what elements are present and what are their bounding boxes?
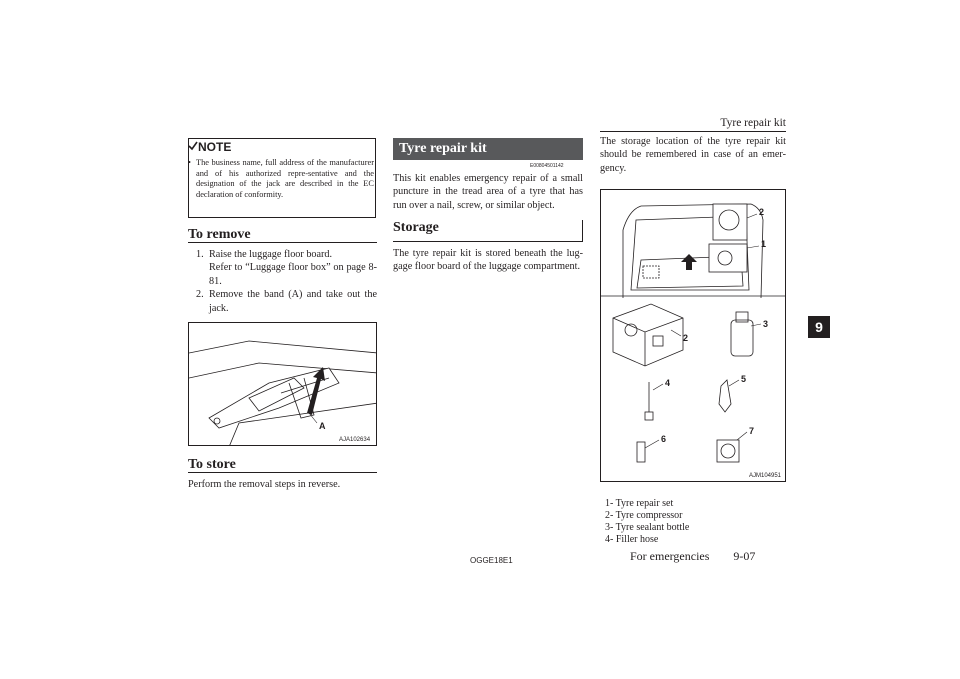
legend-item: 3- Tyre sealant bottle [605,522,690,533]
kit-figure: 2 1 2 3 4 5 6 7 AJM104951 [600,189,786,482]
step-row: 2. Remove the band (A) and take out the … [196,288,377,315]
note-body: The business name, full address of the m… [196,158,374,199]
bullet: • [188,158,191,167]
step-row: 1. Raise the luggage floor board. [196,248,377,261]
footer-page-number: 9-07 [733,549,756,563]
note-check-icon [188,141,198,151]
kit-legend: 1- Tyre repair set 2- Tyre compressor 3-… [605,498,689,546]
figure-code: AJA102634 [339,437,371,443]
callout-a: A [319,421,326,431]
step-number: 2. [196,289,204,301]
figure-code: AJM104951 [749,473,782,479]
storage-heading: Storage [393,220,439,235]
callout-8: 7 [749,426,755,436]
legend-item: 2- Tyre compressor [605,510,683,521]
step-number: 1. [196,249,204,260]
callout-5: 4 [665,378,671,388]
step-number [196,261,209,288]
section-rule [188,242,377,243]
chapter-tab: 9 [808,316,830,338]
legend-item: 1- Tyre repair set [605,498,674,509]
step-row: Refer to “Luggage floor box” on page 8-8… [196,261,377,288]
section-rule [188,472,377,473]
jack-figure: A AJA102634 [188,322,377,446]
step-text: Remove the band (A) and take out the jac… [209,289,377,314]
footer-code: OGGE18E1 [470,556,513,565]
section-code: E00804501142 [530,163,564,169]
kit-illustration [601,203,785,463]
callout-6: 5 [741,374,747,384]
jack-illustration [189,340,376,445]
tyre-repair-kit-title: Tyre repair kit [393,138,583,160]
running-header: Tyre repair kit [720,117,786,129]
footer-page-info: For emergencies 9-07 [630,549,755,564]
footer-section: For emergencies [630,549,710,563]
callout-1: 2 [759,207,765,217]
callout-3: 2 [683,333,689,343]
step-text: Raise the luggage floor board. [209,249,333,260]
header-rule [600,131,786,132]
note-text: • The business name, full address of the… [188,158,374,200]
note-box [188,138,376,218]
callout-7: 6 [661,434,667,444]
tyre-repair-kit-text: This kit enables emergency repair of a s… [393,173,583,211]
to-store-heading: To store [188,457,236,472]
storage-intro: The storage location of the tyre repair … [600,136,786,174]
to-store-text: Perform the removal steps in reverse. [188,479,341,490]
to-remove-heading: To remove [188,227,251,242]
to-remove-steps: 1. Raise the luggage floor board. Refer … [196,248,377,315]
callout-4: 3 [763,319,769,329]
callout-2: 1 [761,239,767,249]
step-text: Refer to “Luggage floor box” on page 8-8… [209,262,377,287]
storage-text: The tyre repair kit is stored beneath th… [393,248,583,273]
storage-heading-box [393,220,583,242]
note-label: NOTE [198,140,232,154]
legend-item: 4- Filler hose [605,534,659,545]
